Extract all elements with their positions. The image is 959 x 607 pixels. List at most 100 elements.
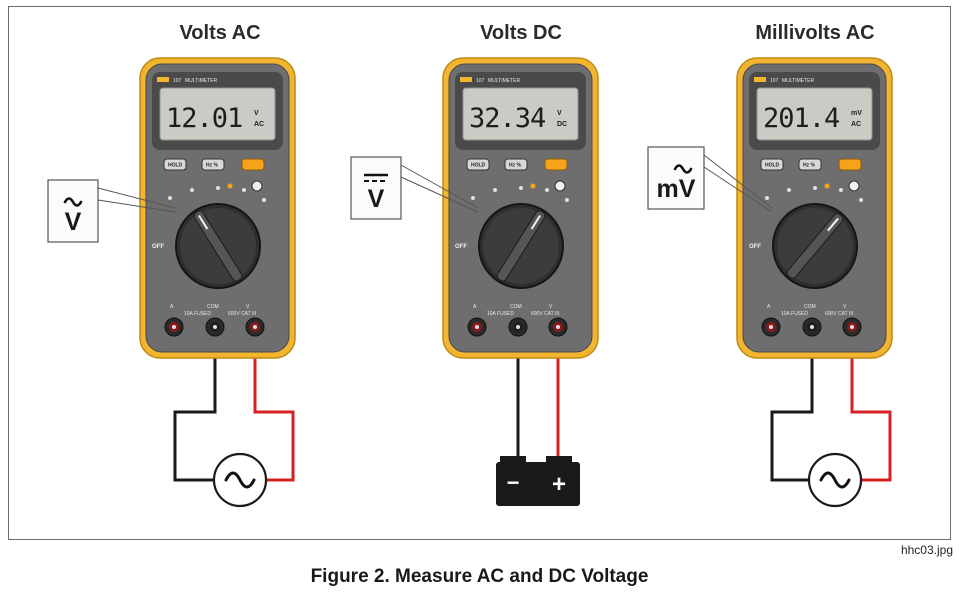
lcd-unit-bottom: AC (851, 121, 861, 128)
sine-wave-icon (819, 471, 851, 489)
hz-button (504, 158, 528, 171)
dial-position-marker (519, 186, 523, 190)
dial-position-marker (190, 188, 194, 192)
dial-amber-marker (227, 183, 233, 189)
terminal-pin (769, 325, 773, 329)
hold-button-label: HOLD (168, 163, 183, 169)
callout-box (647, 146, 705, 210)
lcd-unit-bottom: DC (557, 121, 567, 128)
terminal-pin (475, 325, 479, 329)
battery-circuit: −+ (496, 337, 580, 506)
callout-symbol: V (368, 185, 385, 213)
backlight-button (241, 158, 265, 171)
backlight-button (544, 158, 568, 171)
function-callout: mV (647, 146, 773, 213)
hz-button-label: Hz % (206, 163, 219, 169)
lcd-unit-top: mV (851, 110, 862, 117)
off-label: OFF (455, 244, 467, 250)
dial-position-marker (839, 188, 843, 192)
ac-source-circuit (770, 337, 892, 508)
dial-position-marker (565, 198, 569, 202)
black-test-lead (770, 337, 814, 482)
function-callout: V (47, 179, 176, 243)
hold-button-label: HOLD (471, 163, 486, 169)
dial-position-marker (813, 186, 817, 190)
sine-wave-icon (224, 471, 256, 489)
hz-button (201, 158, 225, 171)
dial-position-marker (859, 198, 863, 202)
battery-negative-post (500, 456, 526, 464)
terminal-a-label: A (473, 304, 477, 310)
function-callout: V (350, 156, 479, 220)
lcd-reading: 12.01 (166, 103, 242, 134)
backlight-icon (554, 180, 566, 192)
brand-model: 107 (770, 78, 779, 84)
dial-position-marker (765, 196, 769, 200)
ac-wave-icon (673, 164, 693, 174)
callout-pointer-line (400, 176, 479, 213)
callout-symbol: V (65, 208, 82, 236)
callout-pointer-line (703, 154, 773, 209)
ac-source-circuit (173, 337, 295, 508)
fuse-label: 10A FUSED (781, 311, 808, 317)
cat-label: 600V CAT III (825, 311, 853, 317)
dial-pointer-mark (530, 214, 541, 230)
panel-title: Volts AC (179, 22, 260, 44)
terminal-a-label: A (170, 304, 174, 310)
terminal-com-label: COM (804, 304, 816, 310)
backlight-icon (848, 180, 860, 192)
dial-position-marker (471, 196, 475, 200)
battery-plus-label: + (552, 471, 566, 498)
terminal-pin (556, 325, 560, 329)
hz-button-label: Hz % (803, 163, 816, 169)
fuse-label: 10A FUSED (184, 311, 211, 317)
brand-logo (460, 77, 472, 82)
dial-pointer (786, 213, 844, 279)
hold-button (163, 158, 187, 171)
terminal-v-label: V (549, 304, 553, 310)
hold-button-label: HOLD (765, 163, 780, 169)
dial-amber-marker (824, 183, 830, 189)
dial-position-marker (168, 196, 172, 200)
lcd-screen (756, 87, 873, 141)
battery-icon (496, 462, 580, 506)
red-test-lead (850, 337, 892, 482)
lcd-unit-bottom: AC (254, 121, 264, 128)
dial-amber-marker (530, 183, 536, 189)
brand-model: 107 (173, 78, 182, 84)
dial-position-marker (262, 198, 266, 202)
terminal-pin (172, 325, 176, 329)
terminal-com-label: COM (207, 304, 219, 310)
lcd-reading: 201.4 (763, 103, 839, 134)
lcd-reading: 32.34 (469, 103, 545, 134)
ac-wave-icon (63, 197, 83, 207)
dial-pointer (193, 210, 243, 282)
lcd-screen (462, 87, 579, 141)
callout-pointer-line (97, 187, 176, 209)
dial-pointer-mark (827, 217, 839, 232)
lcd-screen (159, 87, 276, 141)
dial-pointer-mark (198, 214, 209, 230)
red-test-lead (253, 337, 295, 482)
callout-pointer-line (400, 164, 479, 209)
brand-model: 107 (476, 78, 485, 84)
dial-position-marker (216, 186, 220, 190)
brand-logo (754, 77, 766, 82)
cat-label: 600V CAT III (531, 311, 559, 317)
terminal-pin (253, 325, 257, 329)
terminal-pin (850, 325, 854, 329)
cat-label: 600V CAT III (228, 311, 256, 317)
brand-logo (157, 77, 169, 82)
file-name: hhc03.jpg (900, 543, 953, 557)
fuse-label: 10A FUSED (487, 311, 514, 317)
terminal-v-label: V (843, 304, 847, 310)
model-text: MULTIMETER (488, 78, 521, 84)
hz-button-label: Hz % (509, 163, 522, 169)
callout-box (350, 156, 402, 220)
callout-pointer-line (703, 166, 773, 213)
lcd-unit-top: V (557, 110, 562, 117)
figure-caption: Figure 2. Measure AC and DC Voltage (310, 566, 649, 587)
